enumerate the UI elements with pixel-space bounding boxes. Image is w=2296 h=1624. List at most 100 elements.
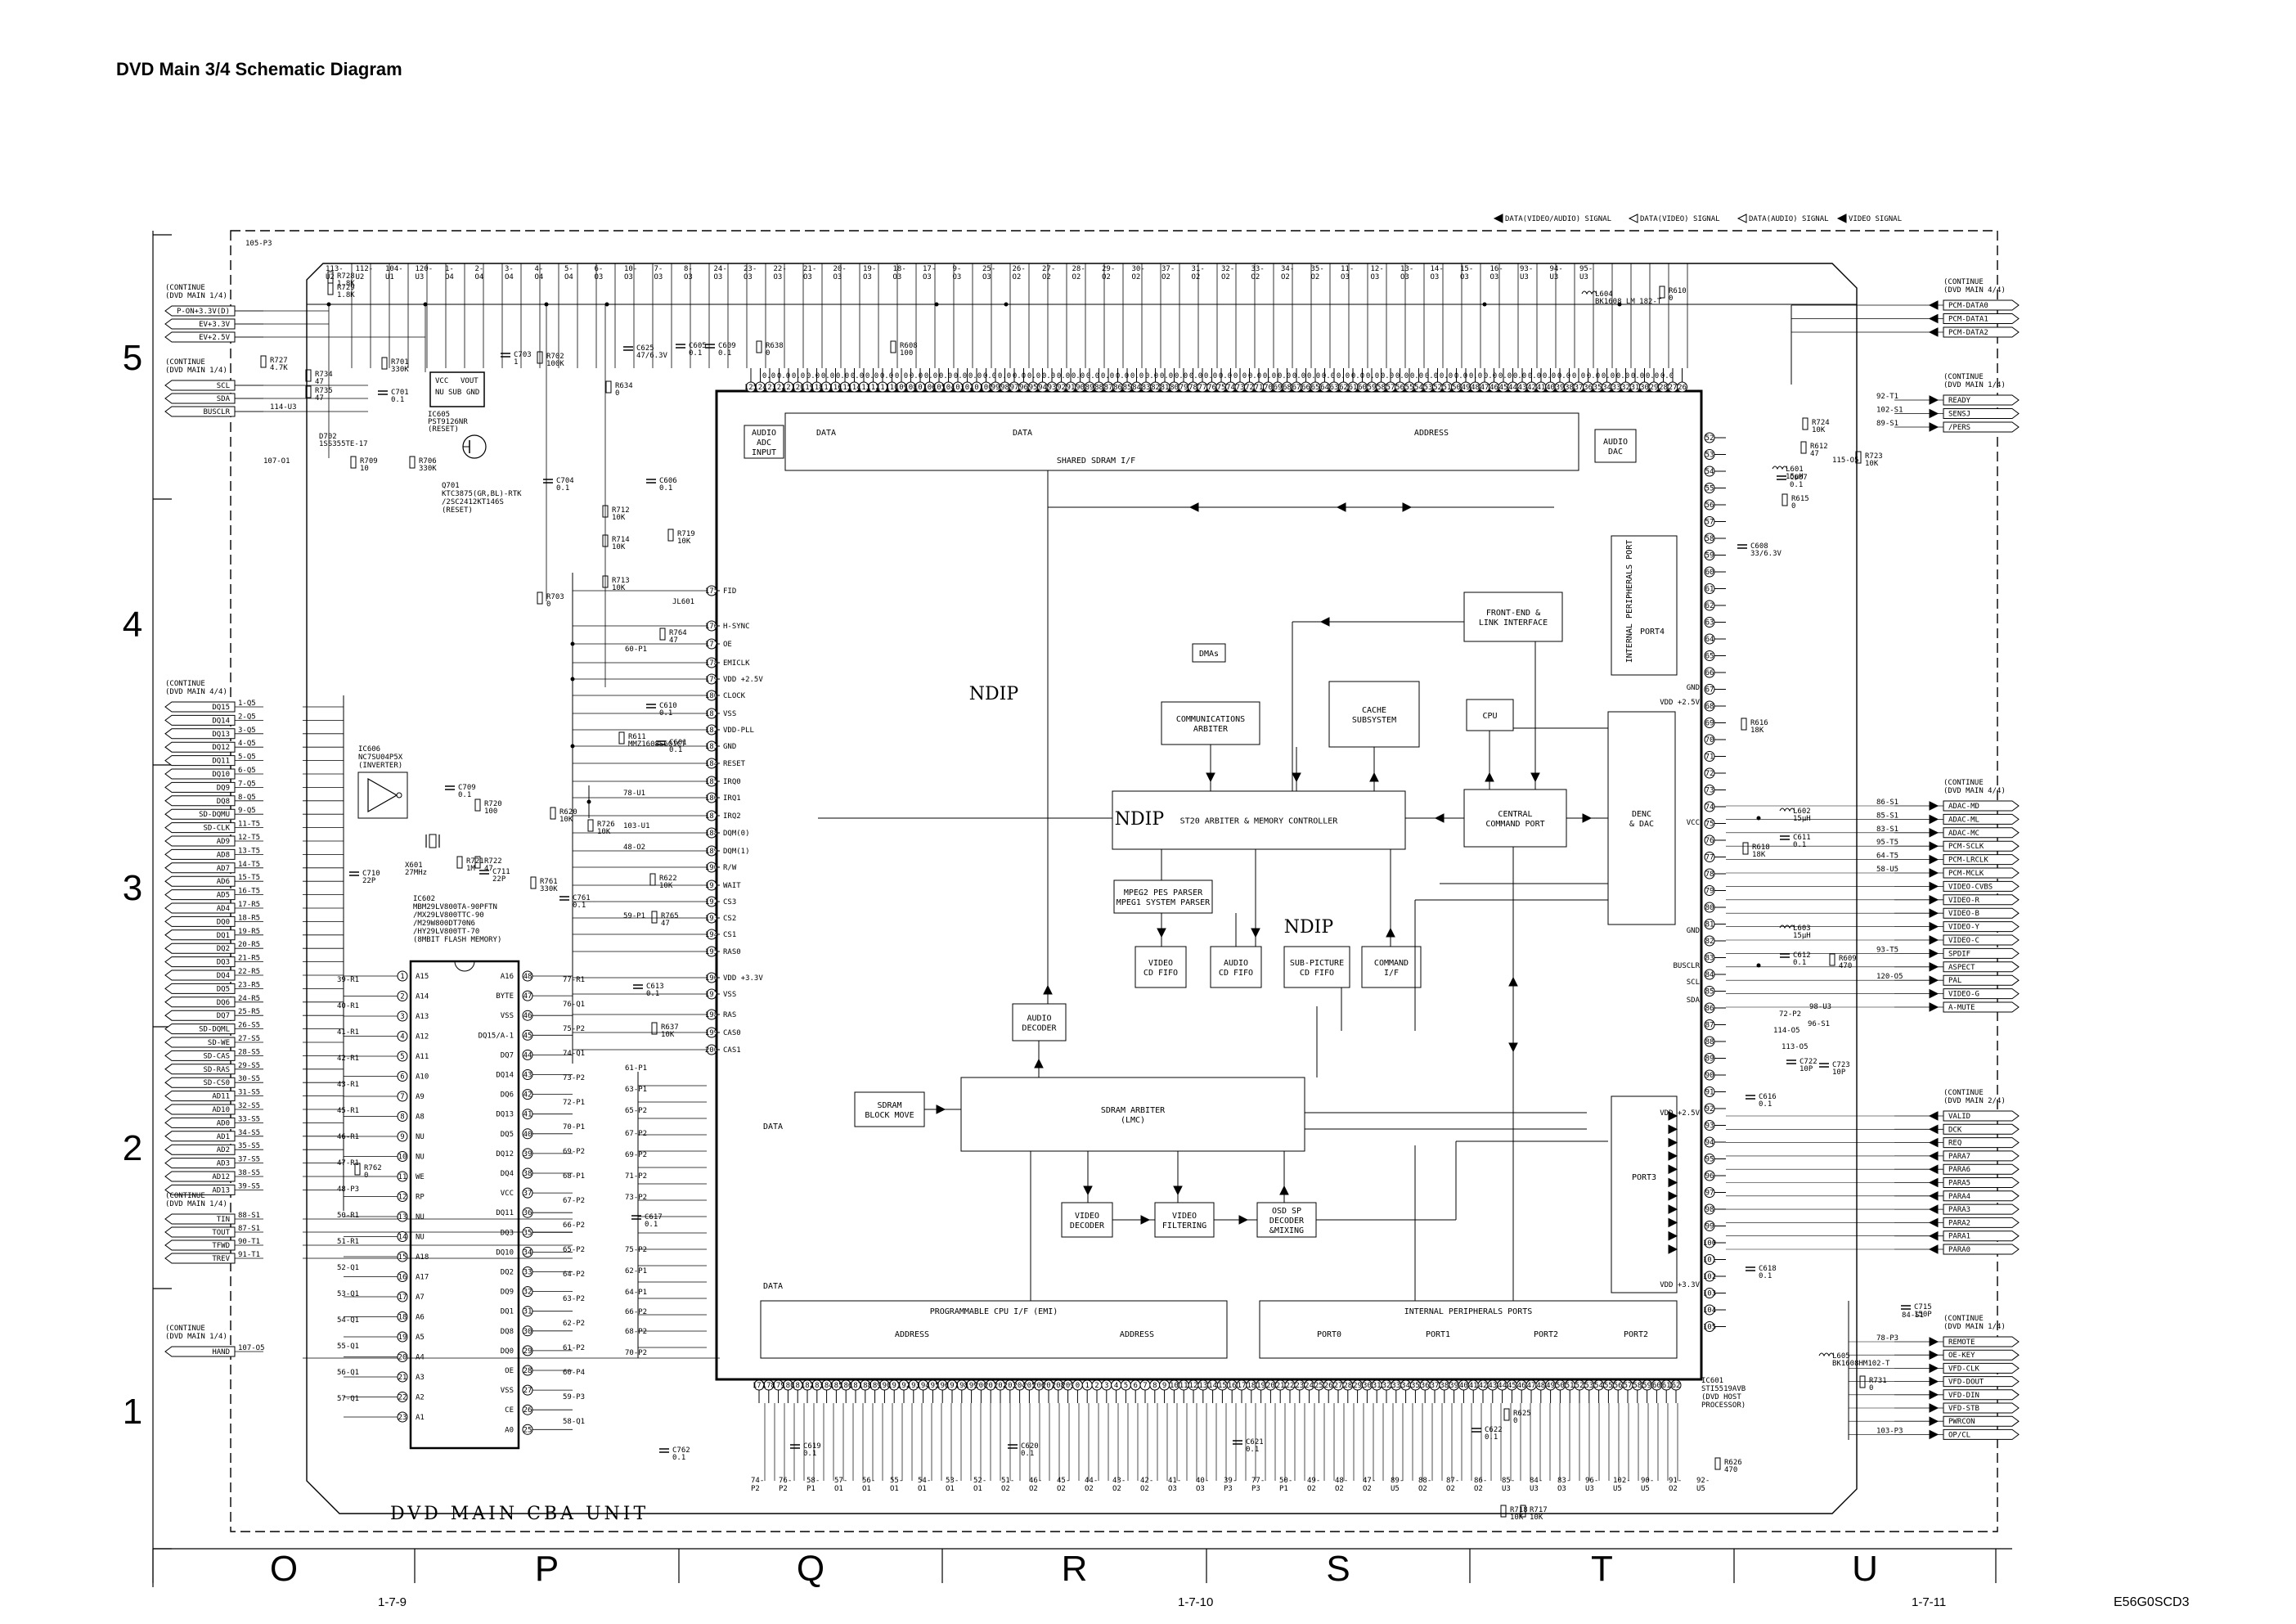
component-ref: R612 xyxy=(1810,443,1828,451)
component-value: 0 xyxy=(1513,1417,1517,1425)
memory-bus-group-connector xyxy=(164,714,236,726)
connector-label: TFWD xyxy=(212,1242,230,1250)
voltage-label: 0.0 xyxy=(1086,372,1099,380)
cross-ref-label: 60-P1 xyxy=(625,646,647,654)
cross-ref-label: 66-P2 xyxy=(625,1308,647,1316)
memory-bus-group-connector xyxy=(164,701,236,713)
pin-number: 65 xyxy=(1311,384,1320,392)
pin-number: 6 xyxy=(400,1073,404,1082)
cross-ref-label: 67-P2 xyxy=(625,1130,647,1138)
voltage-label: 0.0 xyxy=(1602,372,1615,380)
video-filtering-block-text: FILTERING xyxy=(1162,1221,1206,1230)
power-group-connector xyxy=(164,305,236,317)
component-value: 100 xyxy=(900,349,913,358)
ic602-right-pin-label: DQ7 xyxy=(501,1051,514,1059)
memory-bus-group-connector xyxy=(164,996,236,1008)
signal-arrow-icon xyxy=(1928,1204,1939,1214)
component-value: 10K xyxy=(659,882,673,890)
component-ref: L603 xyxy=(1793,924,1811,933)
flash-right-ref: 66-P2 xyxy=(563,1221,585,1230)
connector-label: AD12 xyxy=(212,1173,230,1181)
component-ref: R616 xyxy=(1750,719,1768,727)
bottom-ref-label: 87- xyxy=(1446,1477,1459,1485)
remote-group-connector xyxy=(1943,1428,2020,1440)
pin-number: 14 xyxy=(398,1234,407,1242)
flash-left-ref: 50-R1 xyxy=(337,1212,359,1220)
port3-arrow-icon xyxy=(1668,1217,1678,1228)
component-value: 10K xyxy=(612,514,626,522)
pin-number: 50 xyxy=(1452,384,1461,392)
top-ref-label: 35- xyxy=(1311,265,1324,273)
remote-group-connector xyxy=(1943,1402,2020,1414)
pin-number: 12 xyxy=(1189,1382,1198,1390)
connector-label: PWRCON xyxy=(1948,1418,1975,1426)
resistor-symbol xyxy=(1800,441,1807,454)
pin-number: 195 xyxy=(926,1382,939,1390)
memory-bus-group-connector xyxy=(164,929,236,941)
voltage-label: 0.0 xyxy=(777,372,790,380)
memory-bus-group-ref: 1-Q5 xyxy=(238,700,256,708)
connector-label: TOUT xyxy=(212,1229,230,1237)
ic601-left-pin-label: GND xyxy=(723,743,736,751)
ic601-left-pin-label: VSS xyxy=(723,991,736,999)
port3-arrow-icon xyxy=(1668,1230,1678,1241)
signal-arrow-icon xyxy=(1043,984,1053,995)
pin-number: 61 xyxy=(1705,586,1714,594)
pin-number: 54 xyxy=(1594,1382,1603,1390)
junction-dot xyxy=(1756,963,1761,968)
pin-number: 40 xyxy=(523,1131,532,1139)
bottom-ref-label: 50- xyxy=(1279,1477,1292,1485)
memory-bus-group-connector xyxy=(164,969,236,981)
pin-number: 99 xyxy=(1705,1223,1714,1231)
pin-number: 52 xyxy=(1433,384,1442,392)
signal-arrow-icon xyxy=(1508,976,1518,987)
video-group-connector xyxy=(1943,854,2020,866)
connector-label: ADAC-ML xyxy=(1948,816,1979,824)
tray-group-connector xyxy=(164,1213,236,1225)
memory-bus-group-connector xyxy=(164,808,236,820)
x601-crystal-icon xyxy=(429,834,437,848)
resistor-symbol xyxy=(550,807,556,820)
connector-label: EV+2.5V xyxy=(199,334,231,342)
voltage-label: 0.0 xyxy=(1660,372,1674,380)
pin-number: 45 xyxy=(1507,1382,1516,1390)
pin-number: 5 xyxy=(1124,1382,1128,1390)
pin-number: 0 xyxy=(1076,1382,1080,1390)
connector-label: ADAC-MC xyxy=(1948,830,1979,838)
connector-label: PCM-SCLK xyxy=(1948,843,1984,851)
pin-number: 13 xyxy=(1198,1382,1207,1390)
memory-bus-group-ref: 39-S5 xyxy=(238,1182,260,1190)
video-group-ref: 95-T5 xyxy=(1876,839,1898,847)
connector-label: AD13 xyxy=(212,1186,230,1194)
para-group-connector xyxy=(1943,1217,2020,1228)
ic601-left-pin-label: RAS xyxy=(723,1011,736,1019)
component-ref: R634 xyxy=(615,382,633,390)
connector-label: A-MUTE xyxy=(1948,1004,1975,1012)
memory-bus-group-connector xyxy=(164,1131,236,1142)
port3-arrow-icon xyxy=(1668,1164,1678,1175)
memory-bus-group-connector xyxy=(164,1077,236,1088)
pin-number: 72 xyxy=(1705,770,1714,778)
component-value: 10K xyxy=(661,1031,675,1039)
connector-label: PCM-LRCLK xyxy=(1948,857,1988,865)
legend-label: DATA(VIDEO) SIGNAL xyxy=(1640,215,1720,223)
pin-number: 71 xyxy=(1255,384,1264,392)
flash-right-ref: 67-P2 xyxy=(563,1197,585,1205)
resistor-symbol xyxy=(1741,718,1747,731)
sdram-block-move-block-text: BLOCK MOVE xyxy=(865,1111,914,1120)
memory-bus-group-ref: 25-R5 xyxy=(238,1008,260,1016)
port3-arrow-icon xyxy=(1668,1244,1678,1254)
pin-number: 57 xyxy=(1705,519,1714,527)
top-ref-label: O3 xyxy=(654,273,663,281)
signal-arrow-icon xyxy=(1928,1124,1939,1135)
flash-left-ref: 41-R1 xyxy=(337,1028,359,1037)
top-ref-label: 5- xyxy=(564,265,573,273)
top-ref-label: O4 xyxy=(475,273,484,281)
sdram-arbiter-block-text: SDRAM ARBITER xyxy=(1101,1106,1166,1115)
signal-arrow-icon xyxy=(1929,1389,1939,1400)
bottom-ref-label: O2 xyxy=(1140,1485,1149,1493)
component-ref: R703 xyxy=(546,593,564,601)
top-ref-label: O3 xyxy=(1431,273,1440,281)
connector-label: PARA1 xyxy=(1948,1233,1970,1241)
connector-label: PARA7 xyxy=(1948,1153,1970,1161)
